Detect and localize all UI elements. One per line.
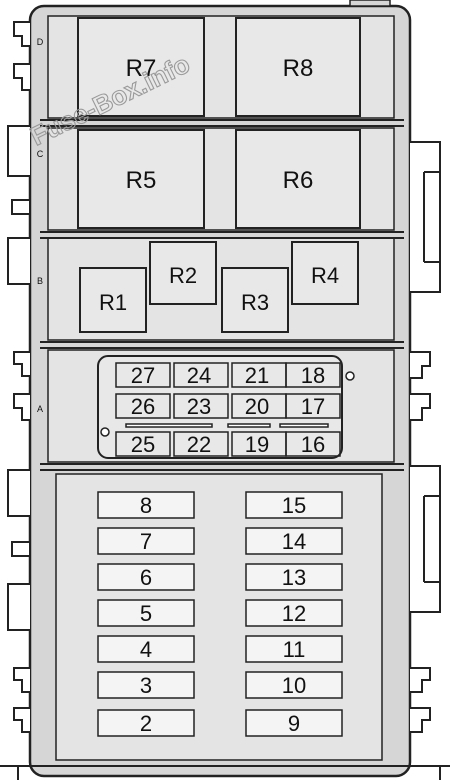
fuse-label: 3 (140, 673, 152, 698)
relay-r7 (77, 17, 205, 117)
left-side-clips (7, 21, 31, 733)
relay-r5-label: R5 (126, 167, 157, 194)
fuse-label: 5 (140, 601, 152, 626)
fuse-label: 7 (140, 529, 152, 554)
relay-r2-label: R2 (169, 263, 197, 288)
fuse-label: 13 (282, 565, 306, 590)
relay-r5 (77, 129, 205, 229)
relay-r1-label: R1 (99, 290, 127, 315)
relay-r6-label: R6 (283, 167, 314, 194)
mini-fuse-label: 24 (187, 363, 211, 388)
relay-r7-label: R7 (126, 55, 157, 82)
fuse-label: 10 (282, 673, 306, 698)
mini-fuse-label: 22 (187, 432, 211, 457)
relay-r2 (149, 241, 217, 305)
relay-r3-label: R3 (241, 290, 269, 315)
relay-r6 (235, 129, 361, 229)
row-label-c: C (37, 149, 44, 159)
mini-fuse-label: 17 (301, 394, 325, 419)
row-label-d: D (37, 37, 44, 47)
mini-fuse-label: 18 (301, 363, 325, 388)
row-label-a: A (37, 404, 43, 414)
mini-fuse-label: 27 (131, 363, 155, 388)
relay-r8-label: R8 (283, 55, 314, 82)
fuse-label: 12 (282, 601, 306, 626)
mini-fuse-label: 23 (187, 394, 211, 419)
mini-fuse-slots (115, 362, 341, 457)
relay-r8 (235, 17, 361, 117)
fuse-label: 2 (140, 711, 152, 736)
fuse-label: 14 (282, 529, 306, 554)
fuse-label: 15 (282, 493, 306, 518)
row-label-b: B (37, 276, 43, 286)
fuse-label: 11 (283, 637, 306, 662)
relay-r4-label: R4 (311, 263, 339, 288)
relay-r4 (291, 241, 359, 305)
fuse-slots (97, 491, 343, 737)
fuse-label: 6 (140, 565, 152, 590)
right-side-clips (410, 141, 441, 733)
mounting-hole (100, 427, 110, 437)
mini-fuse-label: 19 (245, 432, 269, 457)
fuse-label: 8 (140, 493, 152, 518)
mounting-hole (345, 371, 355, 381)
mini-fuse-label: 21 (245, 363, 269, 388)
mini-fuse-label: 16 (301, 432, 325, 457)
fuse-label: 4 (140, 637, 152, 662)
relay-r1 (79, 267, 147, 333)
row-dividers (40, 119, 404, 471)
mini-fuse-label: 26 (131, 394, 155, 419)
mini-fuse-label: 20 (245, 394, 269, 419)
mini-fuse-label: 25 (131, 432, 155, 457)
fuse-label: 9 (288, 711, 300, 736)
relay-r3 (221, 267, 289, 333)
